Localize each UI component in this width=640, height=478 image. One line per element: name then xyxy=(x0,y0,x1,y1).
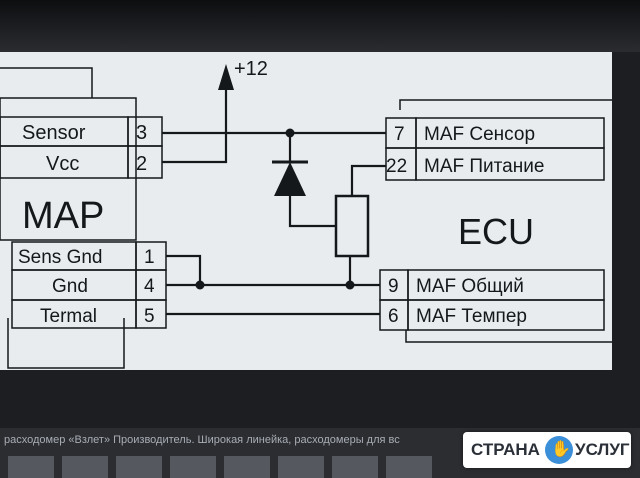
logo-right-word: УСЛУГ xyxy=(575,440,630,459)
wire-resistor-top xyxy=(350,164,386,196)
junctions xyxy=(195,128,355,290)
map-label: Sensor xyxy=(22,122,86,144)
thumbnail[interactable] xyxy=(170,456,216,478)
handshake-icon: ✋ xyxy=(545,436,573,464)
diode-icon xyxy=(274,162,306,196)
arrow-up-icon xyxy=(218,64,234,90)
page-caption: расходомер «Взлет» Производитель. Широка… xyxy=(4,434,400,446)
thumbnail[interactable] xyxy=(278,456,324,478)
thumbnail[interactable] xyxy=(224,456,270,478)
map-body xyxy=(0,97,137,241)
diode xyxy=(272,160,308,196)
map-pin: 5 xyxy=(144,306,155,327)
ecu-pin: 7 xyxy=(394,124,405,145)
ecu-title: ECU xyxy=(458,211,534,252)
map-label: Termal xyxy=(40,306,97,327)
monitor-bezel xyxy=(0,0,640,52)
ecu-body-top xyxy=(399,99,612,110)
brand-logo: СТРАНА ✋ УСЛУГ xyxy=(463,432,631,468)
thumbnail[interactable] xyxy=(332,456,378,478)
ecu-body-bottom xyxy=(405,330,612,343)
screen-area xyxy=(0,52,612,370)
ecu-pin: 9 xyxy=(388,276,399,297)
map-pin: 3 xyxy=(136,122,147,144)
ecu-pin: 6 xyxy=(388,306,399,327)
wire-vcc xyxy=(162,80,228,164)
wire-diode-bottom xyxy=(288,196,336,228)
thumbnail[interactable] xyxy=(386,456,432,478)
ecu-label: MAF Общий xyxy=(416,276,524,297)
ecu-label-cell xyxy=(407,299,605,331)
map-pin: 1 xyxy=(144,247,155,268)
badge-glyph: ✋ xyxy=(551,441,571,458)
logo-left-word: СТРАНА xyxy=(471,440,540,459)
wire-sens-gnd xyxy=(166,254,202,285)
thumbnail[interactable] xyxy=(8,456,54,478)
ecu-label-cell xyxy=(415,147,605,181)
junction-dot xyxy=(345,280,355,290)
ecu-label: MAF Темпер xyxy=(416,306,527,327)
map-connector: MAP Sensor 3 Vcc 2 Sens Gnd 1 Gnd 4 Term… xyxy=(0,67,167,369)
supply-label: +12 xyxy=(234,58,268,80)
wiring xyxy=(162,80,386,316)
map-body-lower xyxy=(7,318,125,369)
thumbnail[interactable] xyxy=(62,456,108,478)
ecu-pin: 22 xyxy=(386,156,407,177)
ecu-label: MAF Питание xyxy=(424,156,544,177)
map-pin: 4 xyxy=(144,276,155,297)
map-pin: 2 xyxy=(136,153,147,175)
map-title: MAP xyxy=(22,195,104,237)
ecu-label: MAF Сенсор xyxy=(424,124,535,145)
map-body-outline xyxy=(0,67,93,98)
junction-dot xyxy=(195,280,205,290)
junction-dot xyxy=(285,128,295,138)
ecu-connector: ECU 7 MAF Сенсор 22 MAF Питание 9 MAF Об… xyxy=(379,99,612,343)
thumbnail[interactable] xyxy=(116,456,162,478)
resistor-icon xyxy=(334,194,370,258)
map-label: Gnd xyxy=(52,276,88,297)
map-label: Vcc xyxy=(46,153,79,175)
map-label: Sens Gnd xyxy=(18,247,103,268)
supply-arrow: +12 xyxy=(218,58,268,90)
